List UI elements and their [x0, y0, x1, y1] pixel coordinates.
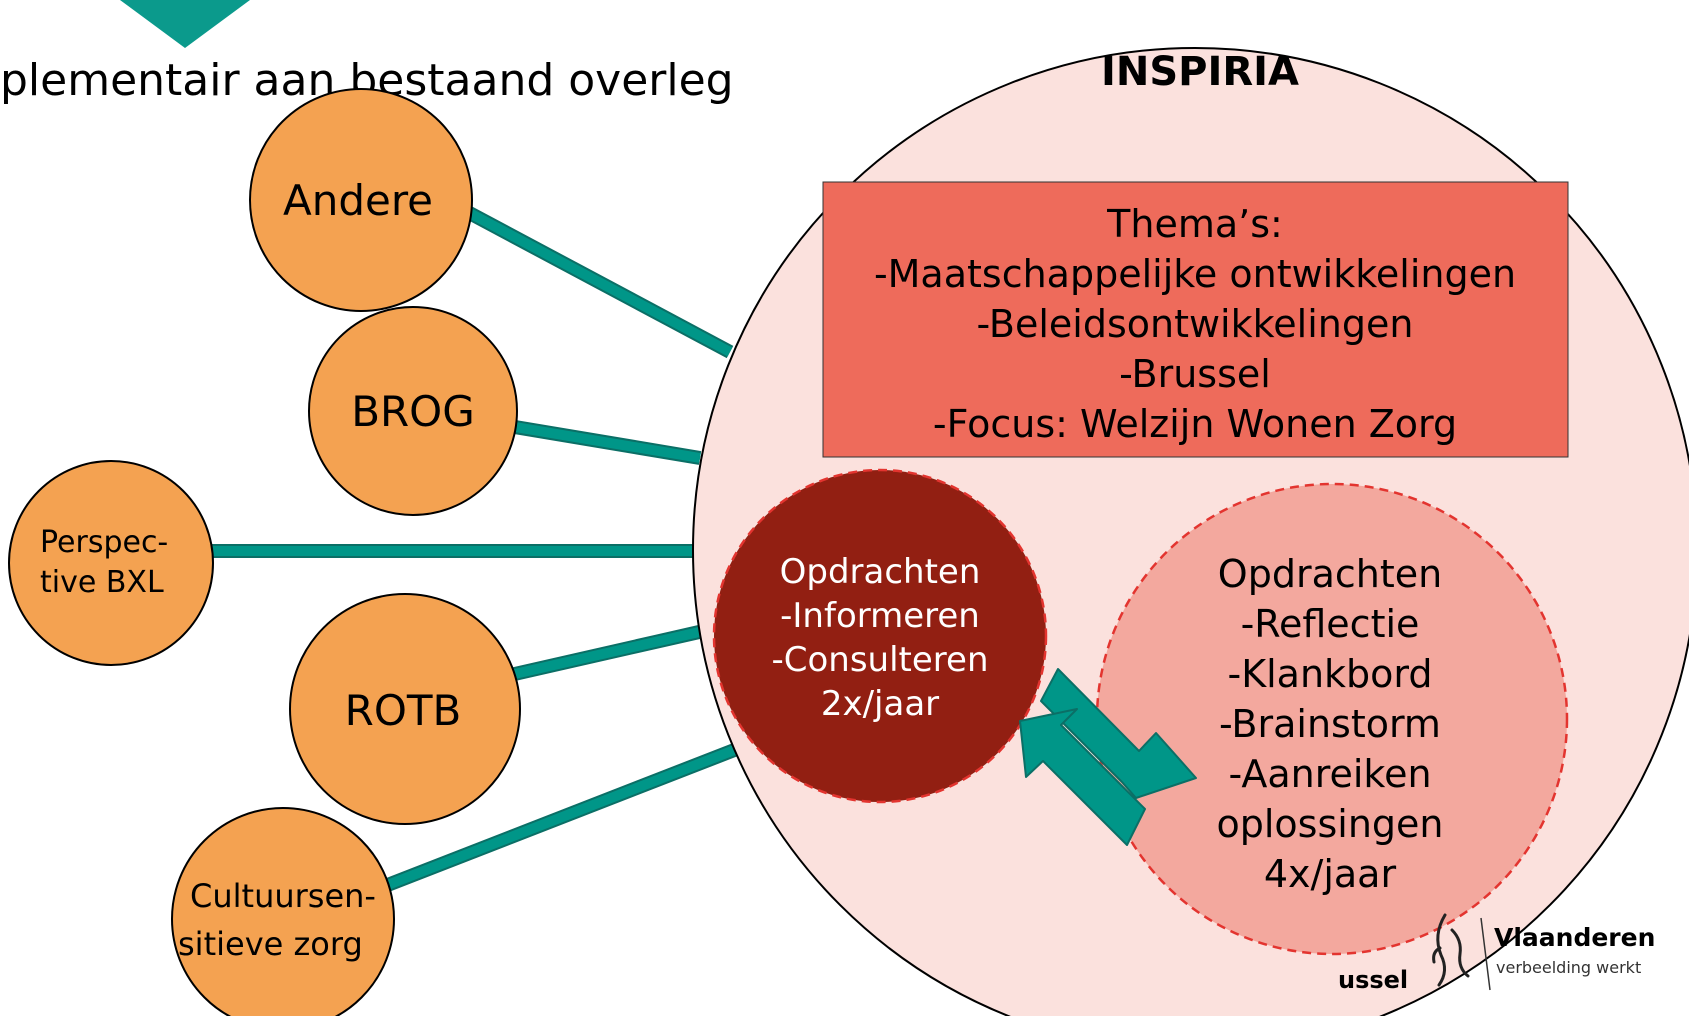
themes-heading: Thema’s:	[1106, 202, 1283, 246]
theme-item: -Beleidsontwikkelingen	[977, 302, 1414, 346]
node-cultuur-label: sitieve zorg	[178, 925, 363, 963]
left-inner-line: Opdrachten	[780, 552, 981, 592]
decorative-triangle	[120, 0, 250, 48]
logo-divider	[1480, 917, 1491, 991]
left-inner-circle	[712, 468, 1048, 804]
right-inner-line: -Reflectie	[1241, 602, 1420, 646]
node-perspective-label: tive BXL	[40, 565, 164, 600]
node-rotb	[289, 593, 521, 825]
left-inner-line: -Consulteren	[771, 640, 988, 680]
themes-box	[822, 181, 1569, 458]
node-brog-label: BROG	[351, 387, 475, 436]
right-inner-line: 4x/jaar	[1264, 852, 1397, 896]
arrow-left-icon	[1019, 708, 1146, 846]
right-inner-line: -Klankbord	[1227, 652, 1432, 696]
logo-partial-text: ussel	[1338, 966, 1408, 994]
left-inner-line: 2x/jaar	[821, 684, 939, 724]
connectors	[208, 186, 763, 893]
logo-tagline: verbeelding werkt	[1496, 958, 1641, 977]
right-inner-line: -Brainstorm	[1219, 702, 1441, 746]
node-rotb-label: ROTB	[345, 686, 462, 735]
right-inner-line: Opdrachten	[1218, 552, 1442, 596]
node-andere-label: Andere	[283, 176, 433, 225]
right-inner-line: oplossingen	[1217, 802, 1444, 846]
node-andere	[249, 88, 473, 312]
node-perspective	[8, 460, 214, 666]
vlaanderen-logo: Vlaanderen verbeelding werkt ussel	[1338, 913, 1655, 994]
lion-icon	[1432, 913, 1470, 987]
theme-item: -Brussel	[1119, 352, 1271, 396]
inspiria-title: INSPIRIA	[1101, 49, 1299, 95]
right-inner-line: -Aanreiken	[1228, 752, 1431, 796]
theme-item: -Maatschappelijke ontwikkelingen	[874, 252, 1516, 296]
theme-item: -Focus: Welzijn Wonen Zorg	[933, 402, 1457, 446]
node-perspective-label: Perspec-	[40, 525, 168, 560]
left-inner-line: -Informeren	[780, 596, 980, 636]
node-cultuur-label: Cultuursen-	[190, 877, 376, 915]
node-cultuur	[171, 807, 395, 1016]
logo-name: Vlaanderen	[1494, 923, 1655, 952]
node-brog	[308, 306, 518, 516]
